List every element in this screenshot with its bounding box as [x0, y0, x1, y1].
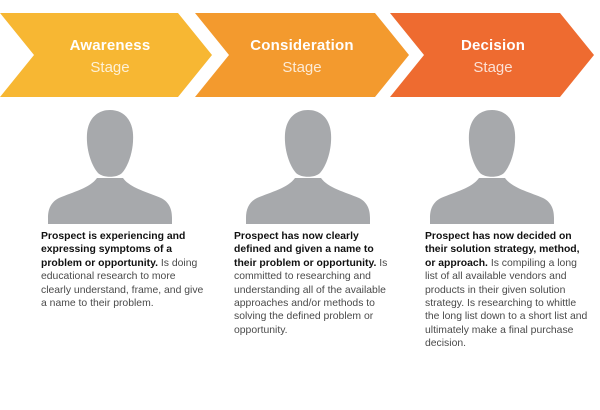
stage-chevrons: [0, 13, 594, 97]
person-body: [430, 178, 554, 224]
decision-chevron: [390, 13, 594, 97]
awareness-stage-label: Awareness Stage: [35, 35, 185, 79]
person-silhouette-icon: [246, 110, 370, 224]
person-head: [468, 110, 516, 177]
consideration-chevron: [195, 13, 409, 97]
awareness-chevron: [0, 13, 212, 97]
stage-subtitle: Stage: [90, 59, 130, 76]
consideration-description: Prospect has now clearly defined and giv…: [234, 230, 398, 337]
description-body: Is compiling a long list of all availabl…: [425, 257, 588, 350]
awareness-description: Prospect is experiencing and expressing …: [41, 230, 205, 310]
person-silhouette-icon: [48, 110, 172, 224]
description-body: Is doing educational research to more cl…: [41, 257, 204, 310]
person-body: [48, 178, 172, 224]
stage-name: Decision: [460, 37, 526, 54]
consideration-stage-label: Consideration Stage: [227, 35, 377, 79]
stage-subtitle: Stage: [473, 59, 513, 76]
decision-stage-label: Decision Stage: [418, 35, 568, 79]
description-lead: Prospect has now decided on their soluti…: [425, 231, 580, 269]
person-body: [246, 178, 370, 224]
description-lead: Prospect has now clearly defined and giv…: [234, 231, 377, 269]
person-silhouette-icon: [430, 110, 554, 224]
person-head: [86, 110, 134, 177]
stage-subtitle: Stage: [282, 59, 322, 76]
decision-description: Prospect has now decided on their soluti…: [425, 230, 589, 351]
stage-name: Consideration: [250, 37, 354, 54]
person-head: [284, 110, 332, 177]
description-lead: Prospect is experiencing and expressing …: [41, 231, 186, 269]
description-body: Is committed to researching and understa…: [234, 257, 388, 336]
stage-name: Awareness: [69, 37, 151, 54]
